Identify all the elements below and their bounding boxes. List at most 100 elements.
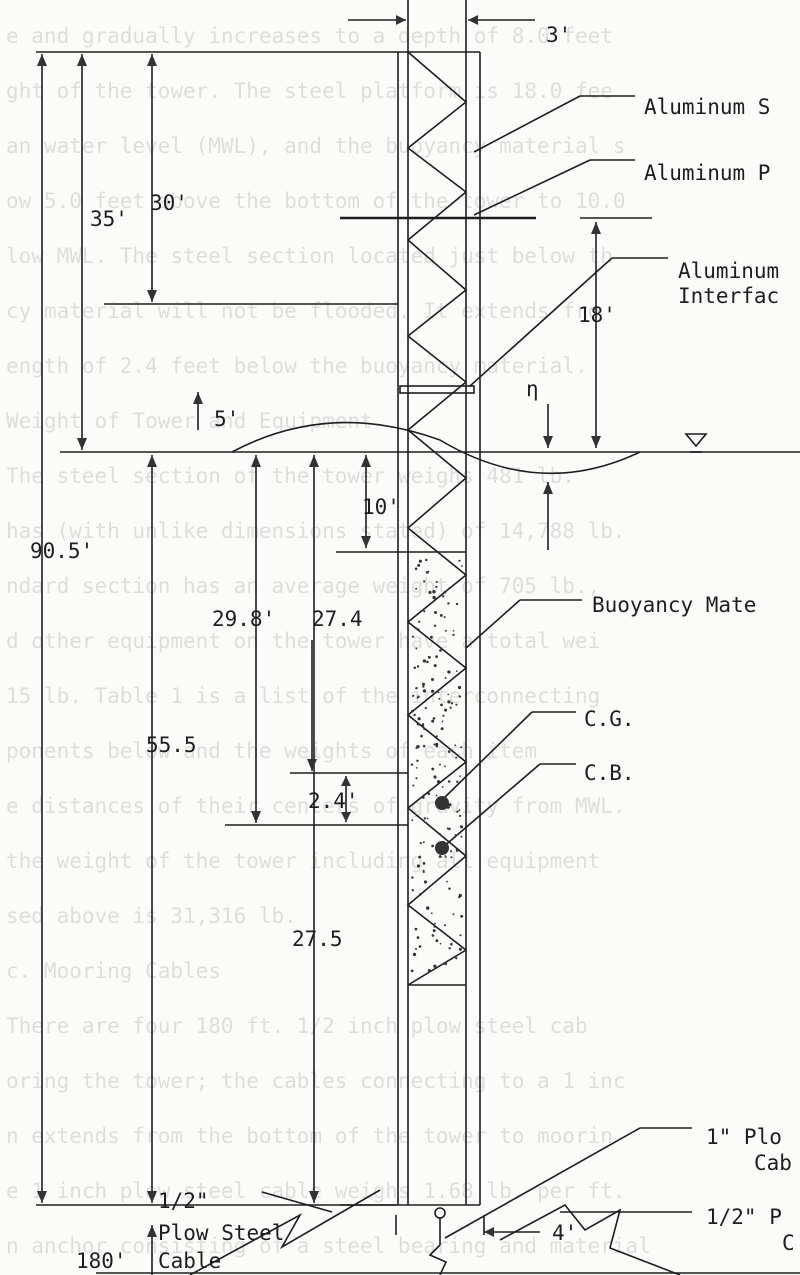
stipple-dot xyxy=(417,695,420,698)
stipple-dot xyxy=(430,912,433,915)
stipple-dot xyxy=(460,746,463,749)
stipple-dot xyxy=(416,936,420,939)
stipple-dot xyxy=(422,722,425,725)
stipple-dot xyxy=(422,685,425,688)
stipple-dot xyxy=(415,627,418,630)
arrowhead xyxy=(468,15,478,25)
stipple-dot xyxy=(427,655,431,659)
label-18: 18' xyxy=(578,303,616,327)
stipple-dot xyxy=(458,947,462,951)
stipple-dot xyxy=(435,585,438,589)
stipple-dot xyxy=(458,695,461,698)
stipple-dot xyxy=(434,922,436,925)
stipple-dot xyxy=(419,892,422,896)
arrowhead xyxy=(193,392,203,404)
stipple-dot xyxy=(427,570,430,573)
stipple-dot xyxy=(422,841,425,844)
stipple-dot xyxy=(459,825,464,829)
stipple-dot xyxy=(412,694,415,698)
background-text-line: low MWL. The steel section located just … xyxy=(6,244,613,268)
stipple-dot xyxy=(411,889,414,892)
stipple-dot xyxy=(442,595,445,598)
arrowhead xyxy=(37,54,47,66)
stipple-dot xyxy=(433,610,438,615)
stipple-dot xyxy=(456,780,459,783)
stipple-dot xyxy=(421,723,425,727)
label-cg: C.G. xyxy=(584,707,635,731)
stipple-dot xyxy=(439,649,442,652)
stipple-dot xyxy=(419,842,422,845)
label-27-4: 27.4 xyxy=(312,607,363,631)
stipple-dot xyxy=(416,759,419,762)
stipple-dot xyxy=(424,707,427,710)
stipple-dot xyxy=(444,676,447,679)
leader-1-inch-cable xyxy=(444,1127,641,1239)
stipple-dot xyxy=(423,610,426,613)
arrowhead xyxy=(147,455,157,467)
stipple-dot xyxy=(433,775,437,779)
stipple-dot xyxy=(411,876,414,879)
background-text-line: an water level (MWL), and the buoyancy m… xyxy=(6,134,626,158)
leader-cg xyxy=(441,711,533,801)
stipple-dot xyxy=(458,893,462,898)
label-cb: C.B. xyxy=(584,761,635,785)
stipple-dot xyxy=(456,810,459,813)
background-text-line: ength of 2.4 feet below the buoyancy mat… xyxy=(6,354,588,378)
label-4: 4' xyxy=(552,1221,577,1245)
stipple-dot xyxy=(431,844,434,848)
stipple-dot xyxy=(441,720,444,723)
stipple-dot xyxy=(418,855,422,859)
stipple-dot xyxy=(411,819,414,822)
stipple-dot xyxy=(431,934,435,937)
stipple-dot xyxy=(424,558,428,562)
stipple-dot xyxy=(458,559,461,562)
background-text-line: ponents below and the weights of each it… xyxy=(6,739,538,763)
label-180: 180' xyxy=(76,1249,127,1273)
stipple-dot xyxy=(421,682,426,686)
stipple-dot xyxy=(460,835,463,838)
arrowhead xyxy=(251,811,261,823)
background-text-line: the weight of the tower including all eq… xyxy=(6,849,601,873)
stipple-dot xyxy=(450,856,453,859)
stipple-dot xyxy=(455,602,459,606)
stipple-dot xyxy=(417,563,421,567)
stipple-dot xyxy=(446,880,448,883)
stipple-dot xyxy=(447,780,451,783)
label-aluminum-p: Aluminum P xyxy=(644,161,770,185)
stipple-dot xyxy=(439,942,442,945)
stipple-dot xyxy=(418,559,422,563)
arrowhead xyxy=(147,1225,157,1237)
stipple-dot xyxy=(431,678,434,681)
stipple-dot xyxy=(414,567,418,571)
stipple-dot xyxy=(443,590,447,594)
stipple-dot xyxy=(461,565,463,567)
leader-cb xyxy=(441,763,541,849)
stipple-dot xyxy=(448,947,451,950)
label-aluminum-i-1: Aluminum xyxy=(678,259,779,283)
stipple-dot xyxy=(435,735,438,738)
label-30: 30' xyxy=(150,191,188,215)
stipple-dot xyxy=(444,855,447,857)
stipple-dot xyxy=(450,850,452,853)
stipple-dot xyxy=(414,927,418,931)
stipple-dot xyxy=(455,756,458,759)
stipple-dot xyxy=(410,763,414,766)
right-mooring-cable xyxy=(499,1203,681,1275)
stipple-dot xyxy=(440,727,444,731)
arrowhead xyxy=(147,1191,157,1203)
stipple-dot xyxy=(423,727,426,731)
arrowhead xyxy=(361,455,371,467)
label-half-inch: 1/2" xyxy=(158,1189,209,1213)
stipple-dot xyxy=(459,775,461,777)
stipple-dot xyxy=(433,743,436,746)
background-text-line: ow 5.0 feet above the bottom of the towe… xyxy=(6,189,626,213)
label-1-inch-1: 1" Plo xyxy=(706,1125,782,1149)
leader-plow-steel xyxy=(261,1191,333,1213)
cg-marker xyxy=(435,796,449,810)
stipple-dot xyxy=(439,763,441,766)
arrowhead xyxy=(341,776,351,786)
stipple-dot xyxy=(418,945,422,948)
stipple-dot xyxy=(411,635,414,638)
stipple-dot xyxy=(411,709,414,713)
stipple-dot xyxy=(452,633,455,637)
